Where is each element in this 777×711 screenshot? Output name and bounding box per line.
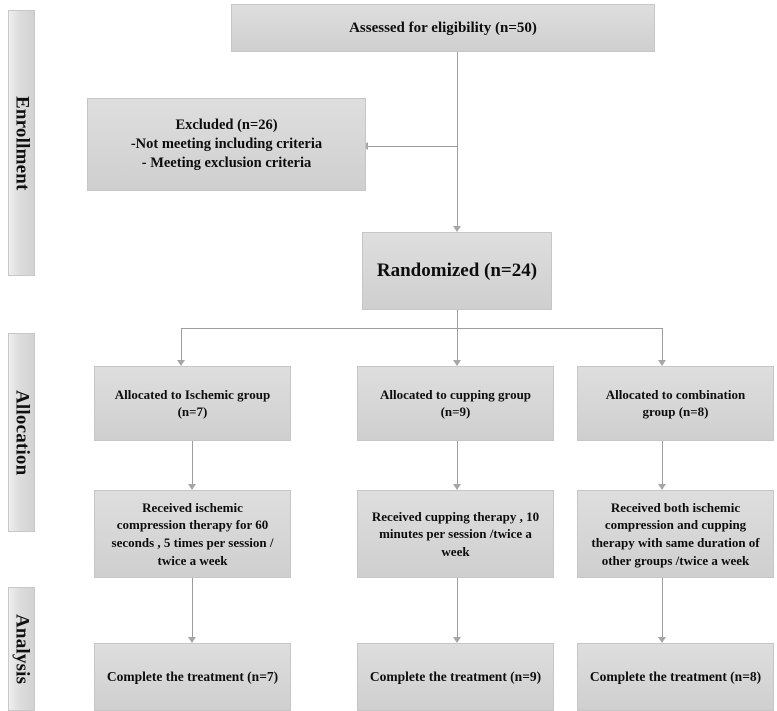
arrowhead-treatment-ischemic xyxy=(188,484,196,490)
node-assessed-for-eligibility[interactable]: Assessed for eligibility (n=50) xyxy=(231,4,655,52)
stage-label-allocation: Allocation xyxy=(11,389,33,476)
node-complete-cupping[interactable]: Complete the treatment (n=9) xyxy=(357,643,554,711)
stage-bar-analysis: Analysis xyxy=(8,587,35,711)
node-allocated-ischemic[interactable]: Allocated to Ischemic group (n=7) xyxy=(94,366,291,441)
node-complete-ischemic[interactable]: Complete the treatment (n=7) xyxy=(94,643,291,711)
node-allocated-cupping[interactable]: Allocated to cupping group (n=9) xyxy=(357,366,554,441)
connector-randomized-stem xyxy=(457,310,458,328)
node-treatment-cupping[interactable]: Received cupping therapy , 10 minutes pe… xyxy=(357,490,554,578)
stage-label-enrollment: Enrollment xyxy=(11,95,33,191)
stage-bar-enrollment: Enrollment xyxy=(8,10,35,276)
node-complete-cupping-label: Complete the treatment (n=9) xyxy=(369,668,542,684)
node-excluded[interactable]: Excluded (n=26) -Not meeting including c… xyxy=(87,98,366,191)
stage-bar-allocation: Allocation xyxy=(8,333,35,532)
arrowhead-treatment-cupping xyxy=(453,484,461,490)
node-allocated-ischemic-label: Allocated to Ischemic group (n=7) xyxy=(114,386,271,419)
arrowhead-randomized xyxy=(453,226,461,232)
connector-combination-to-treatment xyxy=(662,441,663,489)
arrowhead-treatment-combination xyxy=(658,484,666,490)
node-excluded-label: Excluded (n=26) -Not meeting including c… xyxy=(130,117,323,171)
connector-treatment-to-complete-ischemic xyxy=(192,578,193,642)
connector-assessed-to-randomized xyxy=(457,52,458,230)
connector-allocation-rail xyxy=(181,328,663,329)
connector-ischemic-to-treatment xyxy=(192,441,193,489)
node-allocated-combination-label: Allocated to combination group (n=8) xyxy=(605,386,746,419)
connector-rail-to-combination xyxy=(662,328,663,365)
node-allocated-cupping-label: Allocated to cupping group (n=9) xyxy=(379,386,532,419)
connector-treatment-to-complete-combination xyxy=(662,578,663,642)
node-treatment-combination-label: Received both ischemic compression and c… xyxy=(591,499,760,568)
connector-rail-to-ischemic xyxy=(181,328,182,365)
node-complete-combination[interactable]: Complete the treatment (n=8) xyxy=(577,643,774,711)
connector-cupping-to-treatment xyxy=(457,441,458,489)
node-complete-combination-label: Complete the treatment (n=8) xyxy=(589,668,762,684)
connector-treatment-to-complete-cupping xyxy=(457,578,458,642)
node-assessed-label: Assessed for eligibility (n=50) xyxy=(349,19,537,36)
node-randomized[interactable]: Randomized (n=24) xyxy=(362,232,552,310)
node-treatment-ischemic-label: Received ischemic compression therapy fo… xyxy=(111,499,274,568)
node-treatment-combination[interactable]: Received both ischemic compression and c… xyxy=(577,490,774,578)
node-complete-ischemic-label: Complete the treatment (n=7) xyxy=(106,668,279,684)
arrowhead-allocated-cupping xyxy=(453,360,461,366)
node-treatment-ischemic[interactable]: Received ischemic compression therapy fo… xyxy=(94,490,291,578)
arrowhead-allocated-combination xyxy=(658,360,666,366)
connector-to-excluded xyxy=(366,146,458,147)
arrowhead-allocated-ischemic xyxy=(177,360,185,366)
node-allocated-combination[interactable]: Allocated to combination group (n=8) xyxy=(577,366,774,441)
node-randomized-label: Randomized (n=24) xyxy=(376,260,538,282)
arrowhead-complete-ischemic xyxy=(188,637,196,643)
arrowhead-complete-cupping xyxy=(453,637,461,643)
connector-rail-to-cupping xyxy=(457,328,458,365)
stage-label-analysis: Analysis xyxy=(11,613,33,685)
arrowhead-complete-combination xyxy=(658,637,666,643)
node-treatment-cupping-label: Received cupping therapy , 10 minutes pe… xyxy=(371,508,540,559)
